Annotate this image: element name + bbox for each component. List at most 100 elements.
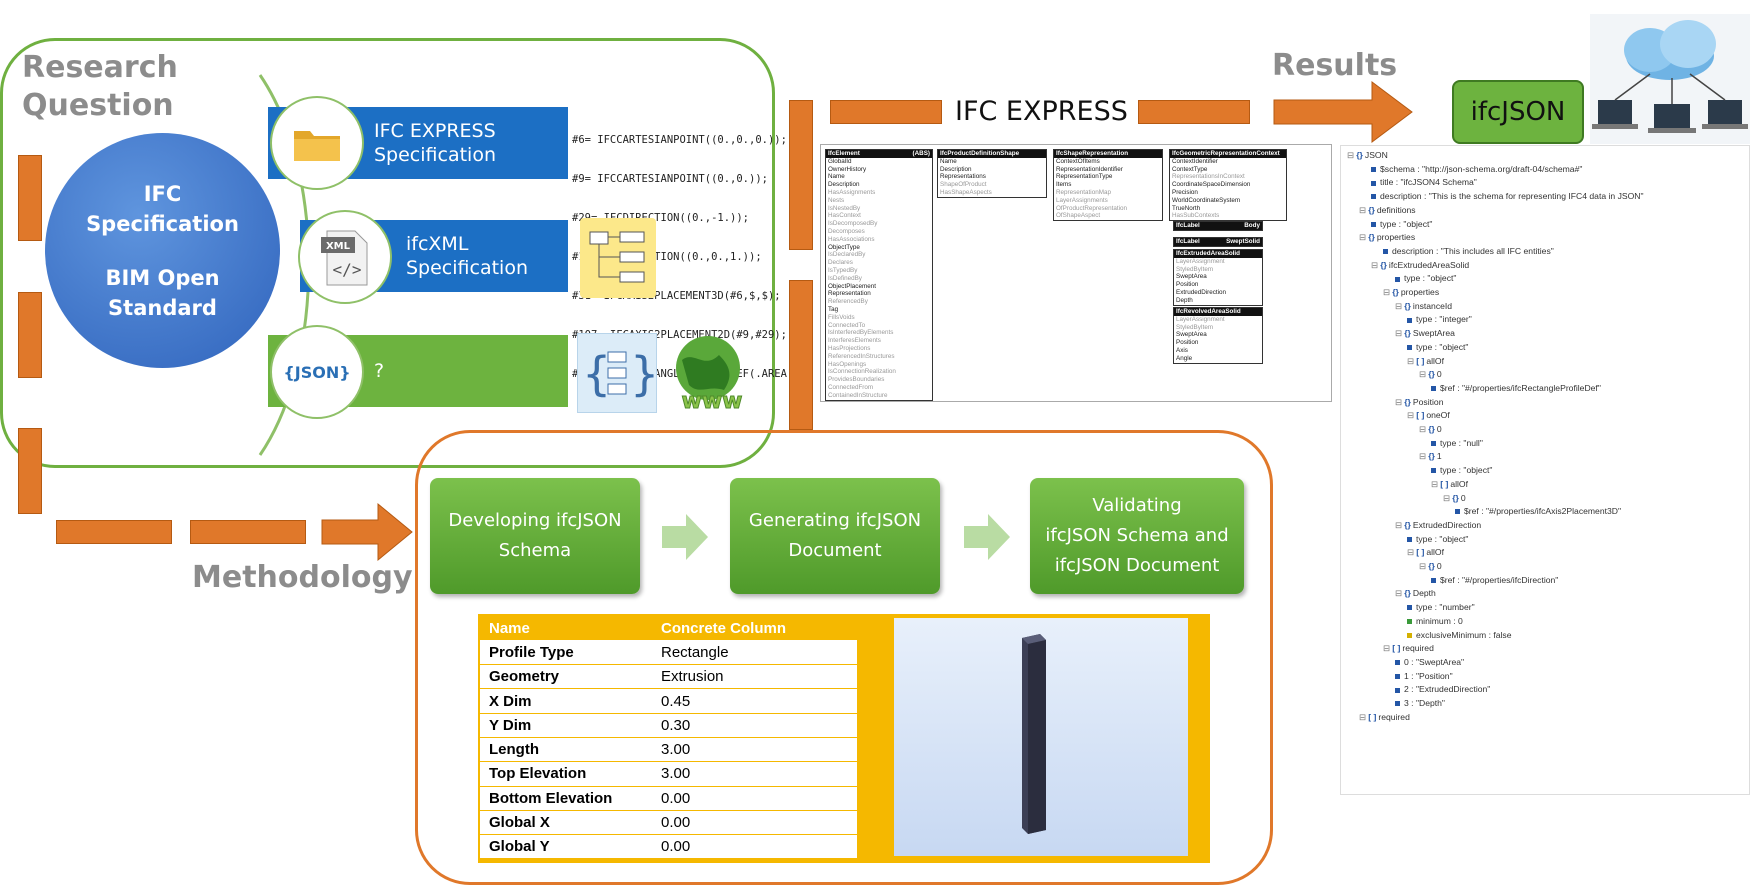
tree-node-text: description : "This is the schema for re… — [1380, 191, 1644, 202]
xml-file-icon: XML </> — [321, 230, 368, 286]
tree-node[interactable]: ⊟[ ]required — [1383, 643, 1434, 654]
schema-attribute: ContainedInStructure — [828, 391, 888, 399]
tree-node-text: $schema : "http://json-schema.org/draft-… — [1380, 163, 1583, 174]
tree-node[interactable]: ⊟{}0 — [1419, 424, 1442, 434]
globe-www-icon: www — [664, 330, 759, 420]
schema-attribute: HasOpenings — [828, 360, 867, 368]
tree-node[interactable]: $ref : "#/properties/ifcRectangleProfile… — [1431, 383, 1601, 394]
tree-node[interactable]: ⊟{}SweptArea — [1395, 328, 1455, 339]
concrete-column-model — [1022, 634, 1046, 834]
research-question-label-line1: Research — [22, 50, 178, 85]
tree-node[interactable]: ⊟{}Position — [1395, 396, 1444, 407]
tree-node[interactable]: description : "This includes all IFC ent… — [1383, 246, 1554, 257]
table-cell-value: 0.30 — [652, 713, 857, 738]
tree-node[interactable]: type : "object" — [1395, 273, 1456, 284]
tree-node[interactable]: type : "object" — [1371, 219, 1432, 230]
tree-node[interactable]: minimum : 0 — [1407, 616, 1463, 627]
table-cell-value: 0.45 — [652, 688, 857, 714]
tree-node[interactable]: ⊟[ ]required — [1359, 711, 1410, 722]
table-header-key: Name — [480, 616, 652, 641]
tree-node[interactable]: ⊟{}0 — [1419, 561, 1442, 571]
tree-node[interactable]: ⊟[ ]allOf — [1431, 478, 1468, 489]
tree-node[interactable]: ⊟{}Depth — [1395, 588, 1436, 599]
tree-node-text: 1 — [1436, 451, 1442, 462]
svg-text:}: } — [630, 347, 658, 401]
tree-node[interactable]: 2 : "ExtrudedDirection" — [1395, 684, 1490, 695]
schema-entity-header: IfcShapeRepresentation — [1054, 150, 1162, 158]
flow-bar — [789, 100, 813, 250]
tree-node-text: JSON — [1364, 150, 1388, 160]
schema-attribute: ConnectedTo — [828, 321, 866, 329]
schema-attribute: HasAssignments — [828, 188, 876, 196]
tree-node[interactable]: ⊟{}definitions — [1359, 204, 1416, 215]
tree-node[interactable]: ⊟{}1 — [1419, 451, 1442, 462]
tree-node-text: SweptArea — [1412, 328, 1455, 339]
schema-attribute: SweptArea — [1176, 331, 1207, 339]
tree-node-text: Depth — [1412, 588, 1436, 599]
tree-node-text: type : "object" — [1404, 273, 1457, 284]
tree-node[interactable]: ⊟{}JSON — [1347, 150, 1388, 160]
step-arrow — [964, 514, 1010, 560]
schema-attribute: HasProjections — [828, 344, 871, 352]
xml-tag-text: XML — [326, 241, 351, 252]
schema-attribute: RepresentationType — [1056, 173, 1113, 181]
tree-node[interactable]: type : "number" — [1407, 602, 1475, 613]
tree-node[interactable]: ⊟{}0 — [1419, 369, 1442, 380]
schema-entity-title: IfcRevolvedAreaSolid — [1176, 308, 1241, 315]
table-cell-key: Top Elevation — [480, 761, 652, 787]
schema-attribute: Representations — [940, 173, 986, 181]
tree-node[interactable]: type : "object" — [1431, 465, 1492, 476]
tree-node[interactable]: ⊟{}ExtrudedDirection — [1395, 519, 1482, 530]
tree-node[interactable]: ⊟[ ]oneOf — [1407, 410, 1450, 421]
tree-node[interactable]: $schema : "http://json-schema.org/draft-… — [1371, 164, 1582, 175]
schema-attribute: LayerAssignment — [1176, 257, 1225, 265]
schema-attribute: ObjectType — [828, 243, 860, 251]
tree-node[interactable]: 3 : "Depth" — [1395, 698, 1445, 709]
schema-attribute: LayerAssignments — [1056, 196, 1108, 204]
tree-node[interactable]: $ref : "#/properties/ifcDirection" — [1431, 575, 1558, 586]
tree-node[interactable]: title : "ifcJSON4 Schema" — [1371, 177, 1477, 188]
tree-node[interactable]: type : "object" — [1407, 534, 1468, 545]
schema-attribute: IsInterferedByElements — [828, 329, 894, 337]
tree-node[interactable]: ⊟{}properties — [1359, 232, 1416, 243]
research-question-panel — [0, 38, 775, 468]
tree-node[interactable]: type : "object" — [1407, 342, 1468, 353]
tree-node-text: allOf — [1450, 478, 1468, 489]
tree-node[interactable]: 1 : "Position" — [1395, 671, 1453, 682]
tree-node-text: 3 : "Depth" — [1404, 698, 1445, 708]
circle-line-2: Specification — [86, 211, 239, 236]
tree-node[interactable]: type : "null" — [1431, 438, 1483, 449]
tree-node-text: title : "ifcJSON4 Schema" — [1380, 177, 1477, 188]
tree-node[interactable]: ⊟{}ifcExtrudedAreaSolid — [1371, 259, 1470, 270]
tree-node[interactable]: ⊟[ ]allOf — [1407, 355, 1444, 366]
tree-node[interactable]: ⊟{}instanceId — [1395, 300, 1453, 311]
schema-attribute: Description — [828, 181, 860, 189]
schema-attribute: ShapeOfProduct — [940, 181, 987, 189]
schema-entity-tag: (ABS) — [912, 150, 931, 157]
tree-node[interactable]: ⊟{}properties — [1383, 287, 1440, 297]
tree-node[interactable]: 0 : "SweptArea" — [1395, 657, 1464, 668]
schema-entity-title: IfcLabel — [1176, 238, 1200, 245]
tree-node-text: ExtrudedDirection — [1412, 519, 1482, 530]
tree-node[interactable]: ⊟{}0 — [1443, 492, 1466, 503]
tree-node[interactable]: ⊟[ ]allOf — [1407, 547, 1444, 558]
schema-entity-title: IfcShapeRepresentation — [1056, 150, 1129, 157]
schema-attribute: ExtrudedDirection — [1176, 288, 1227, 296]
schema-attribute: ContextType — [1172, 165, 1208, 173]
cloud-network-illustration — [1590, 14, 1750, 144]
tree-node[interactable]: description : "This is the schema for re… — [1371, 191, 1644, 202]
step-line: ifcJSON Document — [1054, 555, 1220, 576]
tree-node-text: required — [1402, 643, 1434, 654]
tree-node[interactable]: $ref : "#/properties/ifcAxis2Placement3D… — [1455, 506, 1621, 517]
tree-node[interactable]: type : "integer" — [1407, 314, 1472, 325]
tree-node[interactable]: exclusiveMinimum : false — [1407, 630, 1512, 641]
table-cell-key: Bottom Elevation — [480, 786, 652, 811]
